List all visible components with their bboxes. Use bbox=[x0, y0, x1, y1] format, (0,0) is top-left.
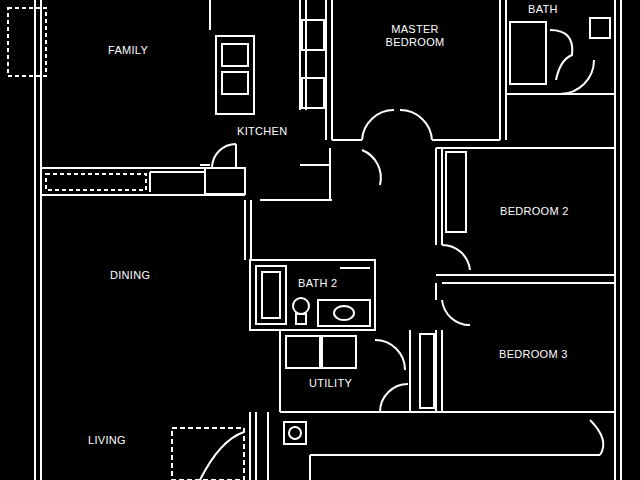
room-label: MASTER BEDROOM bbox=[379, 22, 451, 50]
room-name: BATH bbox=[528, 3, 558, 16]
room-name: BATH 2 bbox=[298, 277, 338, 290]
room-name: MASTER BEDROOM bbox=[382, 23, 448, 49]
room-label: BATH bbox=[525, 2, 561, 17]
room-name: BEDROOM 2 bbox=[500, 205, 569, 218]
room-label: BATH 2 bbox=[295, 276, 341, 291]
room-name: DINING bbox=[110, 269, 150, 282]
room-label: BEDROOM 3 bbox=[496, 347, 571, 362]
room-name: LIVING bbox=[88, 434, 126, 447]
room-name: KITCHEN bbox=[237, 125, 287, 138]
room-name: BEDROOM 3 bbox=[499, 348, 568, 361]
room-label: FAMILY bbox=[105, 43, 151, 58]
room-label: UTILITY bbox=[306, 376, 355, 391]
room-label: LIVING bbox=[85, 433, 129, 448]
room-label: BEDROOM 2 bbox=[497, 204, 572, 219]
room-name: UTILITY bbox=[309, 377, 352, 390]
room-name: FAMILY bbox=[108, 44, 148, 57]
room-label: KITCHEN bbox=[234, 124, 290, 139]
room-label: DINING bbox=[107, 268, 153, 283]
